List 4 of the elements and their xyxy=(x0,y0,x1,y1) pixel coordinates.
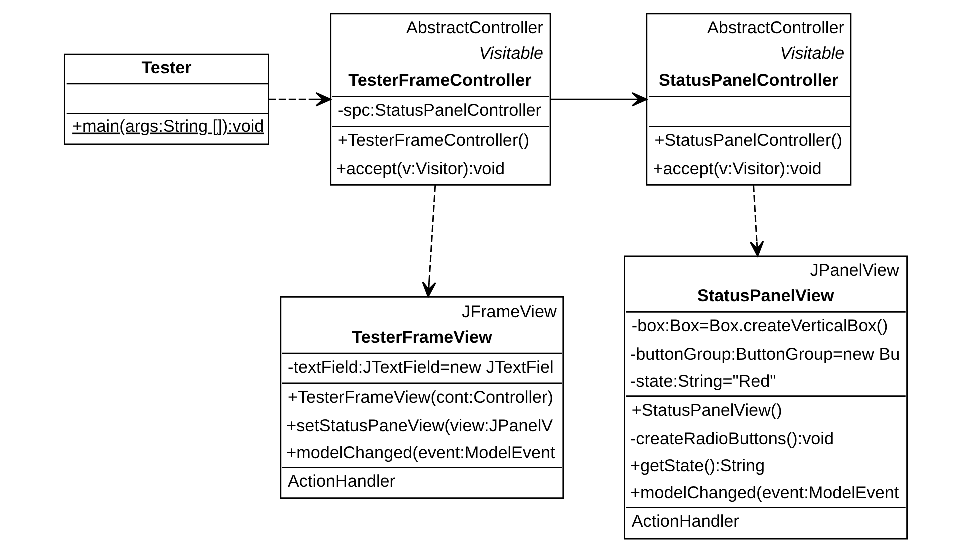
arrow xyxy=(550,92,647,107)
arrow xyxy=(749,185,764,257)
arrow xyxy=(422,185,436,298)
arrow xyxy=(268,92,331,107)
